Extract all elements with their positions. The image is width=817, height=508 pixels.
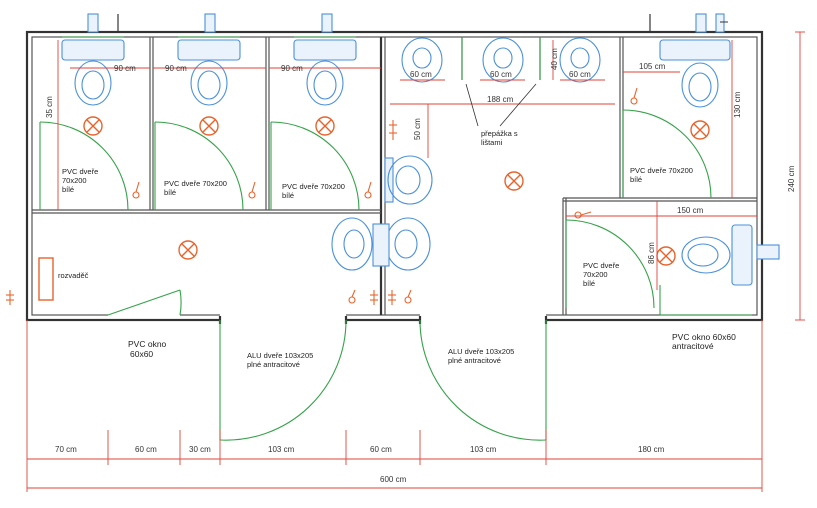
dim-total-width: 600 cm xyxy=(380,475,407,484)
window-left-label-line-2: 60x60 xyxy=(130,349,153,359)
dimension-lines xyxy=(26,31,805,492)
door-label-right-room-line-2: bílé xyxy=(630,175,642,184)
partition-label-line-2: lištami xyxy=(481,138,503,147)
door-label-stall-2-line-2: bílé xyxy=(164,188,176,197)
switch-icon xyxy=(348,289,356,304)
door-label-stall-3-line-1: PVC dveře 70x200 xyxy=(282,182,345,191)
dim-right-room-depth: 130 cm xyxy=(733,91,742,118)
dim-urinal-2: 60 cm xyxy=(490,70,512,79)
washbasins xyxy=(331,155,433,271)
door-label-stall-3-line-2: bílé xyxy=(282,191,294,200)
switch-icon xyxy=(404,289,412,304)
interior-walls xyxy=(32,37,757,315)
switch-icon xyxy=(574,211,592,219)
outer-walls xyxy=(25,30,764,324)
light-icon xyxy=(315,116,335,136)
dim-stall-2: 90 cm xyxy=(165,64,187,73)
door-swings xyxy=(39,37,712,441)
dim-washroom-depth: 50 cm xyxy=(413,118,422,140)
light-icon xyxy=(690,120,710,140)
dim-partition: 188 cm xyxy=(487,95,514,104)
door-label-shower-line-3: bílé xyxy=(583,279,595,288)
urinal-2 xyxy=(482,37,524,83)
toilet-3 xyxy=(293,39,357,106)
toilet-2 xyxy=(177,39,241,106)
door-label-shower-line-2: 70x200 xyxy=(583,270,608,279)
lights xyxy=(83,116,710,266)
switchboard-box xyxy=(38,257,54,301)
light-icon xyxy=(199,116,219,136)
toilet-5 xyxy=(681,224,780,286)
urinal-3 xyxy=(559,37,601,83)
outlet-icon xyxy=(370,290,378,305)
dim-bottom-30: 30 cm xyxy=(189,445,211,454)
switch-icon xyxy=(364,181,372,199)
switch-icon xyxy=(630,87,638,105)
dim-shower-depth: 86 cm xyxy=(647,242,656,264)
dim-bottom-70: 70 cm xyxy=(55,445,77,454)
dim-right-room-width: 105 cm xyxy=(639,62,666,71)
switches xyxy=(6,87,638,305)
dim-stall-1: 90 cm xyxy=(114,64,136,73)
room-labels: PVC dveře 70x200 bílé PVC dveře 70x200 b… xyxy=(58,129,736,369)
dim-shower-width: 150 cm xyxy=(677,206,704,215)
light-icon xyxy=(83,116,103,136)
top-pipes xyxy=(87,13,728,33)
partition-arrows xyxy=(465,83,537,127)
urinal-1 xyxy=(401,37,443,83)
alu-door-1-label-line-2: plné antracitové xyxy=(247,360,300,369)
door-label-right-room-line-1: PVC dveře 70x200 xyxy=(630,166,693,175)
dim-total-depth: 240 cm xyxy=(787,165,796,192)
dim-bottom-60b: 60 cm xyxy=(370,445,392,454)
dim-urinal-gap: 40 cm xyxy=(550,48,559,70)
light-icon xyxy=(656,246,676,266)
door-label-stall-1-line-3: bílé xyxy=(62,185,74,194)
alu-door-1-label-line-1: ALU dveře 103x205 xyxy=(247,351,313,360)
dim-stall-3: 90 cm xyxy=(281,64,303,73)
window-right-label-line-2: antracitové xyxy=(672,341,714,351)
dim-bottom-103a: 103 cm xyxy=(268,445,295,454)
door-label-shower-line-1: PVC dveře xyxy=(583,261,619,270)
dim-bottom-60a: 60 cm xyxy=(135,445,157,454)
toilet-4 xyxy=(659,39,731,108)
toilet-1 xyxy=(61,39,125,106)
door-label-stall-2-line-1: PVC dveře 70x200 xyxy=(164,179,227,188)
window-right-label-line-1: PVC okno 60x60 xyxy=(672,332,736,342)
door-label-stall-1-line-2: 70x200 xyxy=(62,176,87,185)
light-icon xyxy=(504,171,524,191)
switch-icon xyxy=(132,181,140,199)
door-label-stall-1-line-1: PVC dveře xyxy=(62,167,98,176)
alu-door-2-label-line-2: plné antracitové xyxy=(448,356,501,365)
dim-bottom-103b: 103 cm xyxy=(470,445,497,454)
outlet-icon xyxy=(388,290,396,305)
dimension-labels: 90 cm 90 cm 90 cm 35 cm 60 cm 60 cm 60 c… xyxy=(45,48,796,484)
dim-urinal-3: 60 cm xyxy=(569,70,591,79)
dim-urinal-1: 60 cm xyxy=(410,70,432,79)
switch-icon xyxy=(248,181,256,199)
dim-bottom-180: 180 cm xyxy=(638,445,665,454)
partition-label-line-1: přepážka s xyxy=(481,129,518,138)
outlet-icon xyxy=(6,290,14,305)
window-left-label-line-1: PVC okno xyxy=(128,339,167,349)
outlet-icon xyxy=(389,120,397,140)
alu-door-2-label-line-1: ALU dveře 103x205 xyxy=(448,347,514,356)
switchboard-label: rozvaděč xyxy=(58,271,89,280)
light-icon xyxy=(178,240,198,260)
dim-stall-depth: 35 cm xyxy=(45,96,54,118)
